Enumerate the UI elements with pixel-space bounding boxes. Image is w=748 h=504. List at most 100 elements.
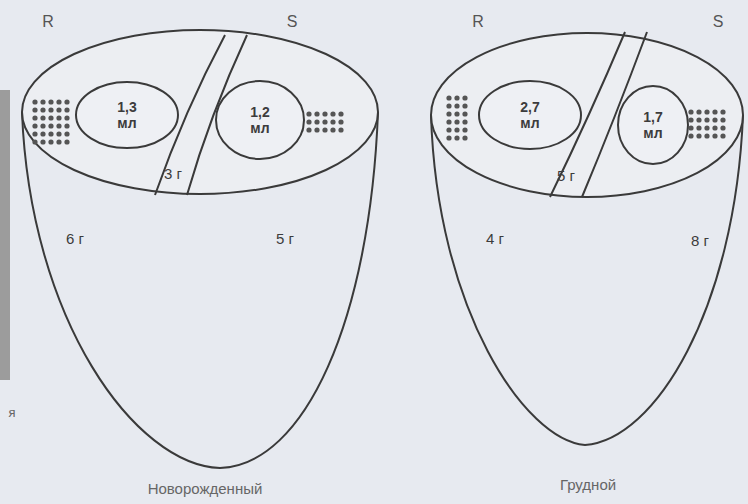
side-letter: R [42,13,54,31]
wall-mass: 5 г [276,230,294,247]
dot [454,103,459,108]
dot [696,133,701,138]
dot [48,115,53,120]
dot [64,115,69,120]
dot [40,99,45,104]
volume-text: 1,3 мл [109,99,145,131]
dot [64,131,69,136]
dot [32,107,37,112]
dot [696,125,701,130]
dot [330,111,335,116]
dot [720,133,725,138]
caption-text: Грудной [560,476,616,493]
dot [56,99,61,104]
cavity-ellipse [479,81,581,149]
dot [338,119,343,124]
dot [64,139,69,144]
dot [446,119,451,124]
dot [704,133,709,138]
dot [32,139,37,144]
dot [56,139,61,144]
section-rim [431,33,743,197]
dot [712,109,717,114]
dot [462,111,467,116]
dot [688,133,693,138]
dot [454,127,459,132]
dot [40,123,45,128]
dot [40,139,45,144]
dot [704,117,709,122]
dot [306,119,311,124]
dot [64,99,69,104]
dot [720,125,725,130]
dot [64,107,69,112]
side-letter: R [472,13,484,31]
dot [306,127,311,132]
dot [56,107,61,112]
section-rim [22,30,378,194]
dot [40,107,45,112]
dot [720,117,725,122]
heart-outline [15,20,395,480]
dot [64,123,69,128]
dot [40,131,45,136]
dot [688,109,693,114]
dot [454,119,459,124]
dot [704,109,709,114]
volume-text: 2,7 мл [512,99,548,131]
dot [720,109,725,114]
dotted-patch [688,109,725,138]
ventricle-cavity: 1,3 мл [75,81,179,149]
dot [462,127,467,132]
dot [696,109,701,114]
dot [696,117,701,122]
dot [32,123,37,128]
dot [56,115,61,120]
dot [712,125,717,130]
ventricle-cavity: 2,7 мл [478,80,582,150]
septum-mass: 5 г [554,166,578,185]
dot [338,127,343,132]
dot [446,111,451,116]
dot [446,95,451,100]
cavity-ellipse [216,81,304,159]
ventricle-cavity: 1,7 мл [617,85,689,165]
ventricle-cavity: 1,2 мл [215,80,305,160]
dot [32,115,37,120]
dot [462,95,467,100]
dot [688,117,693,122]
heart-section: 4 г 8 г 2,7 мл 1,7 мл 5 г [425,20,747,460]
dot [462,103,467,108]
dot [712,133,717,138]
side-bar [0,90,10,380]
septum-mass-text: 5 г [557,167,575,184]
dot [56,131,61,136]
heart-section: 6 г 5 г 1,3 мл 1,2 мл 3 г [15,20,395,480]
dot [712,117,717,122]
dot [704,125,709,130]
dotted-patch [446,95,467,140]
dot [462,119,467,124]
dot [40,115,45,120]
slide-fragment: я [8,405,15,420]
dot [688,125,693,130]
cavity-ellipse [76,82,178,148]
dot [306,111,311,116]
cavity-ellipse [618,86,688,164]
dot [48,99,53,104]
dot [454,111,459,116]
wall-mass: 8 г [691,232,709,249]
wall-mass: 4 г [486,230,504,247]
wall-mass: 6 г [66,230,84,247]
dot [314,119,319,124]
septum-mass-text: 3 г [164,165,182,182]
dot [314,127,319,132]
septum-mass: 3 г [161,164,185,183]
dot [48,107,53,112]
side-letter: S [713,13,724,31]
volume-text: 1,2 мл [242,104,278,136]
dot [454,95,459,100]
dot [314,111,319,116]
dot [48,139,53,144]
